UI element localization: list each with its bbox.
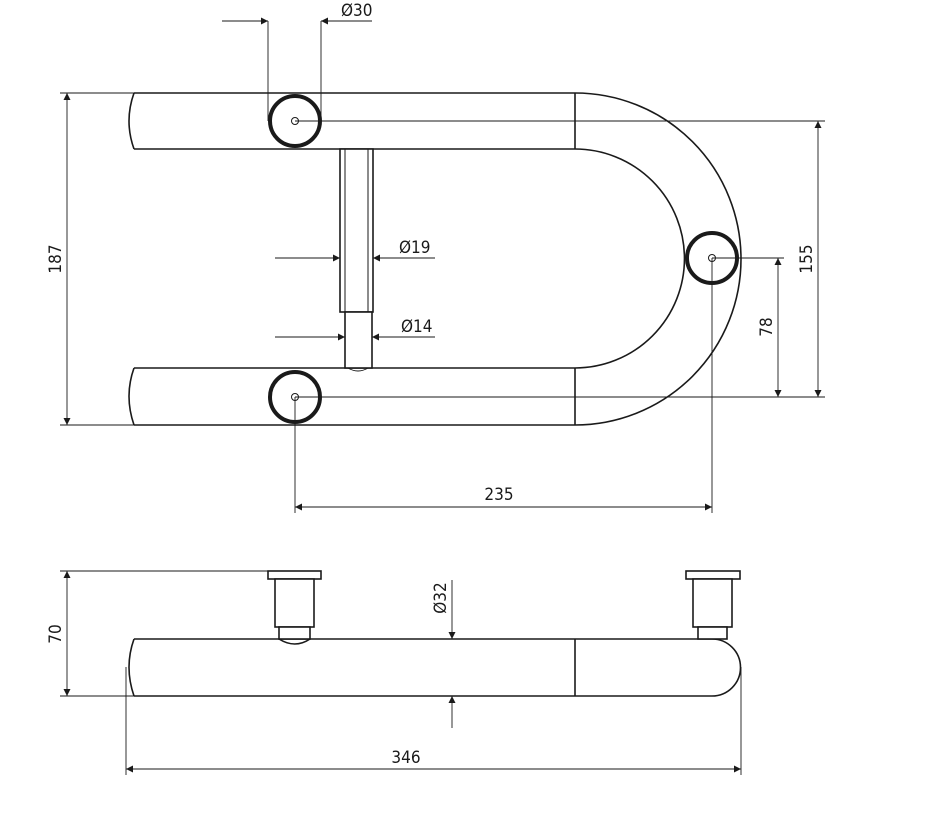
dim-w346: 346 [125, 667, 742, 775]
side-mount-left [267, 570, 322, 645]
cross-bar [339, 148, 374, 372]
side-mount-right [685, 570, 741, 640]
top-view: Ø30 Ø19 Ø14 187 155 [46, 1, 825, 513]
dim-h155-label: 155 [797, 244, 817, 273]
dim-w346-label: 346 [391, 748, 420, 768]
side-view: 70 Ø32 346 [46, 570, 742, 775]
dim-h187: 187 [46, 92, 134, 426]
dim-d32: Ø32 [431, 580, 456, 728]
dim-h70: 70 [46, 570, 268, 697]
dim-w235: 235 [294, 258, 713, 513]
dim-d19-label: Ø19 [399, 238, 431, 258]
dim-h155: 155 [295, 120, 825, 398]
u-tube-outline [128, 92, 742, 426]
side-tube [128, 638, 742, 697]
dim-d19: Ø19 [275, 238, 435, 262]
dim-h187-label: 187 [46, 244, 66, 273]
dim-d30-label: Ø30 [341, 1, 373, 21]
dim-d30: Ø30 [222, 1, 373, 121]
dim-d32-label: Ø32 [431, 582, 451, 614]
dim-h78-label: 78 [757, 317, 777, 336]
dim-w235-label: 235 [484, 485, 513, 505]
dim-h70-label: 70 [46, 624, 66, 643]
dim-d14: Ø14 [275, 317, 435, 341]
dim-d14-label: Ø14 [401, 317, 433, 337]
dim-h78: 78 [712, 257, 784, 397]
